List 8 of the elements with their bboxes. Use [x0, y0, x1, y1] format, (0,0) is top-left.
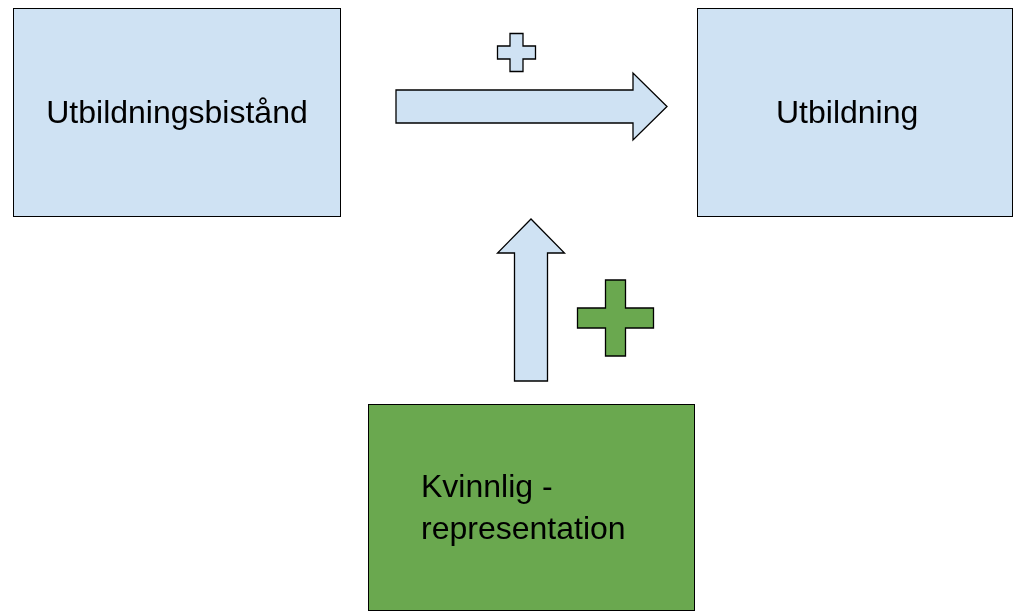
block-arrow	[495, 218, 567, 382]
process-box	[368, 404, 695, 611]
process-box	[13, 8, 341, 217]
process-box	[697, 8, 1013, 217]
node-label: Utbildning	[776, 92, 919, 132]
node-label: Utbildningsbistånd	[46, 92, 308, 132]
node-label: Kvinnlig - representation	[421, 466, 627, 548]
block-arrow	[395, 71, 668, 142]
